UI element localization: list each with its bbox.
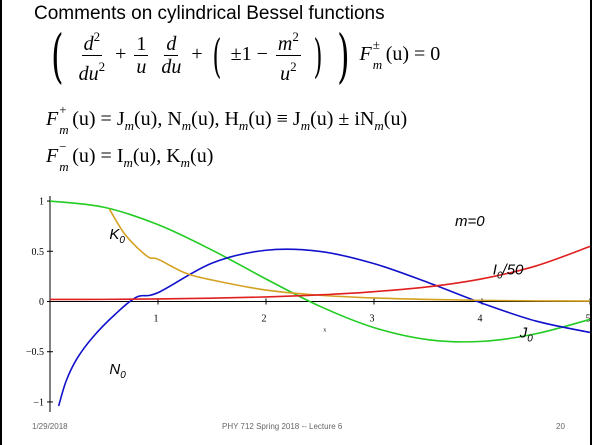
pm-one-minus: ±1 − <box>230 43 268 66</box>
y-tick-label: 1 <box>39 197 44 208</box>
fraction-d-du: d du <box>161 33 182 78</box>
series-line-N0 <box>57 248 590 407</box>
x-axis-label: x <box>323 327 326 333</box>
plot-axes: 1 0.5 0 −0.5 −1 1 2 3 4 5 x <box>26 196 591 412</box>
x-tick-label: 2 <box>262 313 267 324</box>
series-label-N0: N0 <box>109 361 126 381</box>
series-label-K0: K0 <box>109 226 125 246</box>
f-plus-equation: F+m(u) = Jm(u), Nm(u), Hm(u) ≡ Jm(u) ± i… <box>46 102 408 137</box>
series-label-J0: J0 <box>519 325 534 345</box>
series-line-I0-50 <box>50 245 590 301</box>
x-tick-label: 1 <box>154 313 159 324</box>
footer-date: 1/29/2018 <box>32 422 68 431</box>
y-tick-label: 0 <box>39 297 44 308</box>
order-annotation: m=0 <box>455 213 485 230</box>
x-tick-label: 3 <box>370 313 375 324</box>
slide-title: Comments on cylindrical Bessel functions <box>34 3 385 24</box>
plot-curves <box>50 200 590 407</box>
series-line-J0 <box>50 200 590 343</box>
fraction-d2-du2: d2 du2 <box>77 26 108 85</box>
bessel-equation: ( d2 du2 + 1 u d du + ( ±1 − m2 u2 ) ) F… <box>51 21 441 90</box>
series-line-K0 <box>108 208 590 302</box>
y-tick-label: 0.5 <box>32 247 45 258</box>
x-tick-label: 5 <box>586 313 591 324</box>
x-tick-label: 4 <box>478 313 483 324</box>
f-minus-equation: F−m(u) = Im(u), Km(u) <box>46 139 214 174</box>
right-paren: ) <box>336 21 350 90</box>
footer-course: PHY 712 Spring 2018 -- Lecture 6 <box>222 422 343 431</box>
fraction-m2-u2: m2 u2 <box>275 26 301 85</box>
left-paren: ( <box>51 21 64 90</box>
fraction-1-u: 1 u <box>134 33 149 78</box>
y-tick-label: −0.5 <box>26 347 44 358</box>
series-label-I0-50: I0/50 <box>493 261 524 281</box>
y-tick-label: −1 <box>33 397 44 408</box>
footer-page: 20 <box>556 422 565 431</box>
